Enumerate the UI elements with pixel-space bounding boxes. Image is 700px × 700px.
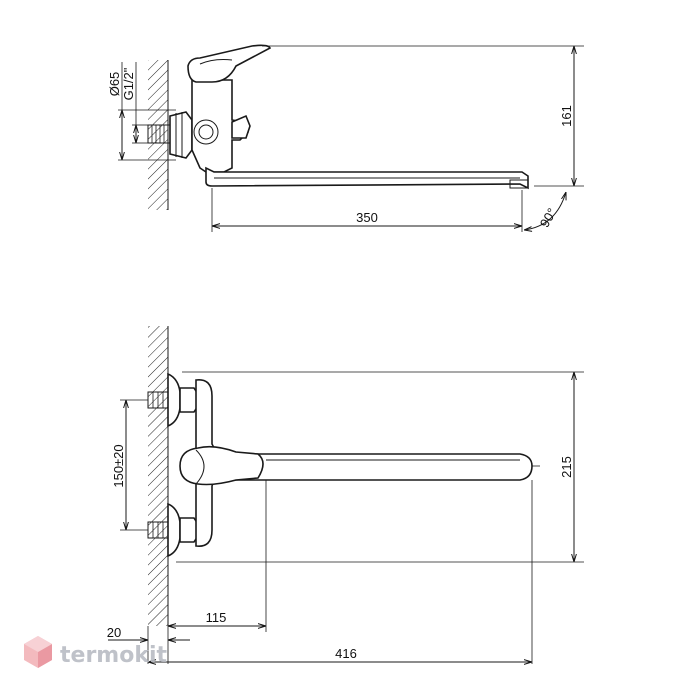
dim-thread: G1/2" <box>121 67 136 100</box>
brand-name: termokit <box>60 643 167 668</box>
dim-height-front: 215 <box>559 456 574 478</box>
dim-wall: 20 <box>107 625 121 640</box>
wall-top <box>148 60 168 210</box>
dim-angle: 90° <box>537 205 560 230</box>
spout-front <box>235 453 533 481</box>
lever-handle-top <box>187 44 272 83</box>
dim-lever: 115 <box>206 610 227 625</box>
dim-total: 416 <box>335 646 357 661</box>
dim-spacing: 150±20 <box>111 444 126 487</box>
lever-handle-front <box>179 445 264 486</box>
angle-arc <box>524 192 566 230</box>
wall-front <box>148 326 168 626</box>
dim-diameter: Ø65 <box>107 72 122 97</box>
flange-upper <box>167 372 181 428</box>
watermark-logo: termokit <box>24 636 167 668</box>
flange-lower <box>167 502 181 558</box>
dim-height-top: 161 <box>559 105 574 127</box>
top-view: 161 350 90° Ø65 G1/2" <box>107 44 584 232</box>
front-view: 215 150±20 115 20 416 <box>107 326 584 664</box>
mixer-body-top <box>191 79 249 173</box>
eccentric-top <box>169 111 193 159</box>
dim-spout-length: 350 <box>356 210 378 225</box>
